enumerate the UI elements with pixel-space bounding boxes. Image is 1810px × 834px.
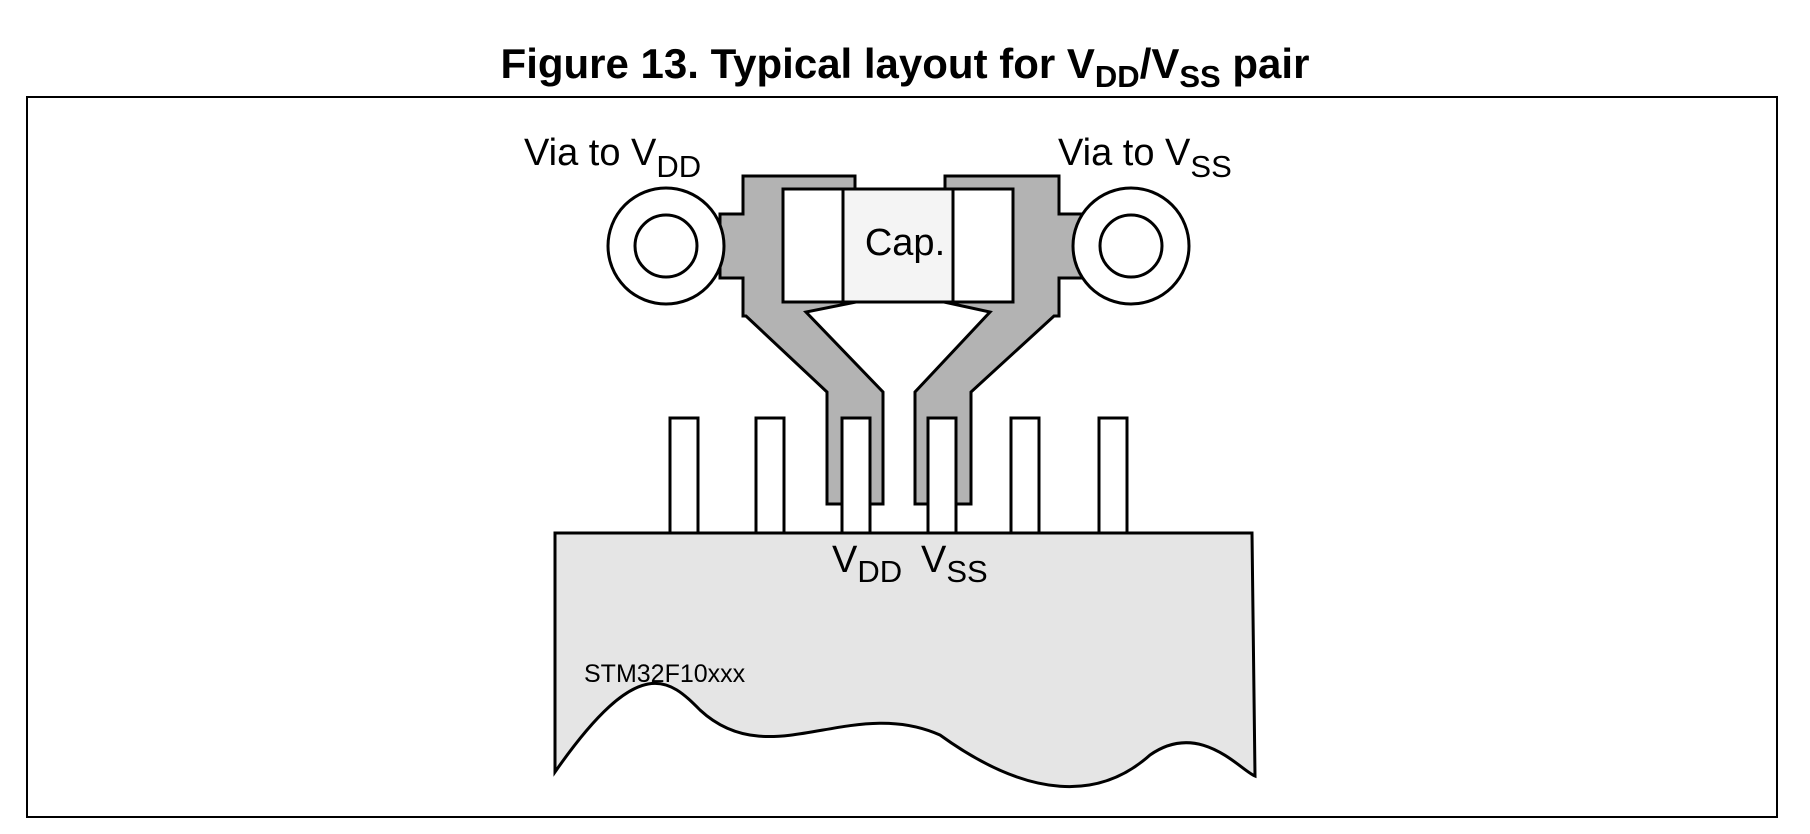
figure-frame [26, 96, 1778, 818]
pin-vdd [840, 416, 872, 535]
pin [668, 416, 700, 535]
via-vss [1071, 186, 1191, 306]
chip-body [553, 531, 1257, 789]
figure-title: Figure 13. Typical layout for VDD/VSS pa… [500, 40, 1310, 94]
via-vdd-label: Via to VDD [524, 132, 701, 184]
capacitor-terminal-left [781, 187, 845, 304]
pin-vss-label: VSS [921, 539, 988, 589]
pin-vss [926, 416, 958, 535]
pin-row [668, 416, 1129, 535]
via-vss-label: Via to VSS [1058, 132, 1232, 184]
capacitor-label: Cap. [865, 222, 945, 264]
chip-label: STM32F10xxx [584, 660, 746, 688]
pin [1097, 416, 1129, 535]
pin-vdd-label: VDD [832, 539, 902, 589]
pin [754, 416, 786, 535]
via-vdd [606, 186, 726, 306]
pin [1009, 416, 1041, 535]
capacitor [781, 187, 1015, 304]
capacitor-terminal-right [951, 187, 1015, 304]
